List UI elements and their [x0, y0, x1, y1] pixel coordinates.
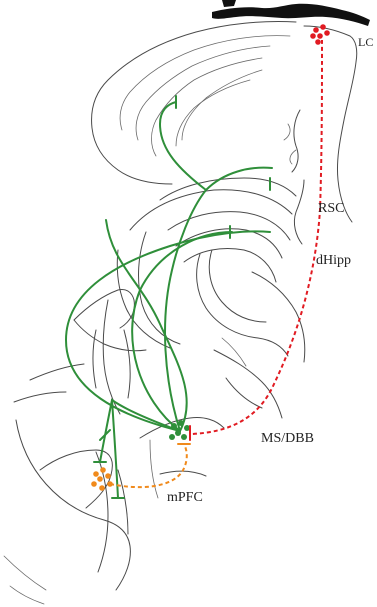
projection-to-cingulate	[165, 168, 272, 431]
septal-projections	[66, 96, 272, 498]
label-ms-dbb: MS/DBB	[261, 431, 314, 447]
projection-to-rsc	[66, 231, 270, 431]
label-rsc: RSC	[318, 201, 344, 217]
label-mpfc: mPFC	[167, 490, 203, 506]
label-lc: LC	[358, 35, 373, 50]
brain-outline	[4, 0, 370, 604]
mpfc-to-ms-dbb-pathway	[110, 444, 187, 487]
mpfc-projection	[91, 444, 190, 491]
top-dark-tract	[212, 4, 370, 26]
projection-to-rsc-upper	[160, 102, 206, 190]
lc-to-ms-dbb-pathway	[192, 40, 322, 434]
label-dhipp: dHipp	[316, 253, 351, 269]
projection-to-mpfc-right	[112, 400, 118, 498]
projection-to-dhipp	[132, 232, 232, 431]
